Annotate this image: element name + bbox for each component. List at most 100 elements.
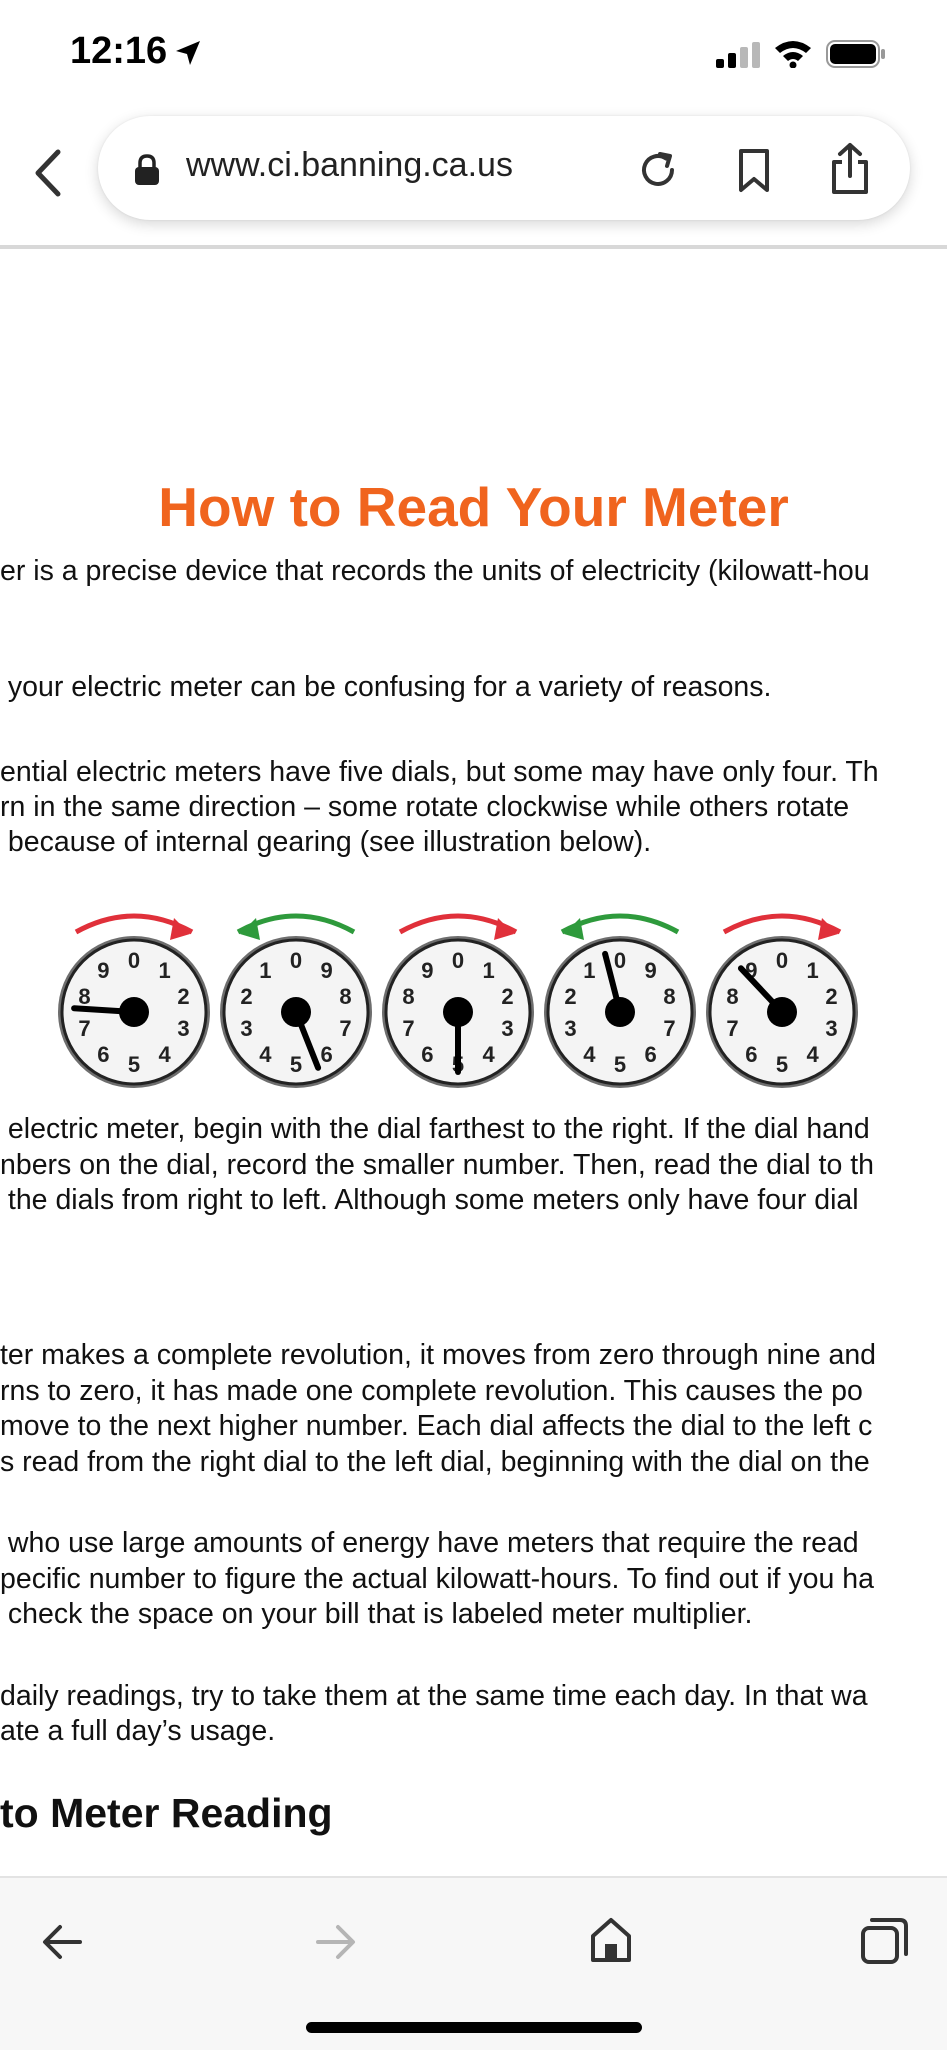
arrow-head bbox=[818, 918, 838, 940]
browser-bottom-toolbar bbox=[0, 1876, 947, 2050]
paragraph-confusing: your electric meter can be confusing for… bbox=[0, 671, 772, 703]
dial-number: 7 bbox=[339, 1016, 351, 1041]
dial-number: 1 bbox=[583, 958, 595, 983]
dial-number: 8 bbox=[663, 984, 675, 1009]
dial-number: 7 bbox=[78, 1016, 90, 1041]
dial-number: 3 bbox=[564, 1016, 576, 1041]
dial-number: 7 bbox=[663, 1016, 675, 1041]
dial-number: 8 bbox=[402, 984, 414, 1009]
section-heading: to Meter Reading bbox=[0, 1790, 333, 1836]
dial-number: 3 bbox=[501, 1016, 513, 1041]
reload-icon[interactable] bbox=[636, 148, 680, 192]
share-icon[interactable] bbox=[828, 142, 872, 196]
paragraph-line: ter makes a complete revolution, it move… bbox=[0, 1339, 877, 1371]
dial-number: 5 bbox=[776, 1052, 788, 1077]
dial-number: 0 bbox=[128, 948, 140, 973]
dial-number: 8 bbox=[726, 984, 738, 1009]
forward-arrow-icon[interactable] bbox=[314, 1920, 358, 1964]
dial-number: 3 bbox=[240, 1016, 252, 1041]
dial-number: 4 bbox=[482, 1042, 495, 1067]
dial-number: 4 bbox=[583, 1042, 596, 1067]
dial-number: 7 bbox=[726, 1016, 738, 1041]
paragraph-line: rn in the same direction – some rotate c… bbox=[0, 791, 850, 823]
dial-number: 0 bbox=[290, 948, 302, 973]
dial-number: 5 bbox=[128, 1052, 140, 1077]
dial-hub bbox=[281, 997, 311, 1027]
dial-number: 4 bbox=[259, 1042, 272, 1067]
dial-number: 0 bbox=[776, 948, 788, 973]
battery-icon bbox=[826, 40, 885, 68]
dial-number: 5 bbox=[614, 1052, 626, 1077]
paragraph-line: because of internal gearing (see illustr… bbox=[0, 826, 652, 858]
dial-number: 1 bbox=[158, 958, 170, 983]
meter-dials-illustration: 0123456789098765432101234567890987654321… bbox=[58, 913, 858, 1088]
dial-number: 2 bbox=[501, 984, 513, 1009]
dial-number: 1 bbox=[259, 958, 271, 983]
dial-hub bbox=[443, 997, 473, 1027]
dial-number: 3 bbox=[825, 1016, 837, 1041]
dial-number: 7 bbox=[402, 1016, 414, 1041]
dial-hub bbox=[605, 997, 635, 1027]
bookmark-icon[interactable] bbox=[736, 148, 772, 194]
home-indicator bbox=[306, 2022, 642, 2033]
paragraph-line: nbers on the dial, record the smaller nu… bbox=[0, 1149, 874, 1181]
dial-number: 5 bbox=[290, 1052, 302, 1077]
home-icon[interactable] bbox=[588, 1916, 634, 1964]
paragraph-intro: er is a precise device that records the … bbox=[0, 555, 870, 587]
wifi-icon bbox=[775, 41, 811, 68]
dial-number: 3 bbox=[177, 1016, 189, 1041]
dial-number: 8 bbox=[78, 984, 90, 1009]
dial-number: 1 bbox=[806, 958, 818, 983]
paragraph-line: s read from the right dial to the left d… bbox=[0, 1446, 870, 1478]
dial-number: 6 bbox=[644, 1042, 656, 1067]
back-arrow-icon[interactable] bbox=[40, 1920, 84, 1964]
status-time: 12:16 bbox=[70, 30, 168, 72]
dial-number: 2 bbox=[825, 984, 837, 1009]
dial-hub bbox=[119, 997, 149, 1027]
paragraph-line: move to the next higher number. Each dia… bbox=[0, 1410, 873, 1442]
dial-number: 4 bbox=[158, 1042, 171, 1067]
paragraph-line: who use large amounts of energy have met… bbox=[0, 1527, 859, 1559]
cellular-signal-icon bbox=[716, 42, 760, 68]
dial-number: 6 bbox=[421, 1042, 433, 1067]
paragraph-line: check the space on your bill that is lab… bbox=[0, 1598, 753, 1630]
toolbar-divider bbox=[0, 245, 947, 249]
dial-number: 6 bbox=[745, 1042, 757, 1067]
dial-hub bbox=[767, 997, 797, 1027]
page-title: How to Read Your Meter bbox=[158, 476, 789, 538]
paragraph-line: ential electric meters have five dials, … bbox=[0, 756, 879, 788]
paragraph-line: daily readings, try to take them at the … bbox=[0, 1680, 868, 1712]
back-chevron-icon[interactable] bbox=[30, 148, 64, 198]
browser-url-bar-row: www.ci.banning.ca.us bbox=[0, 110, 947, 240]
dial-number: 2 bbox=[177, 984, 189, 1009]
dial-number: 0 bbox=[452, 948, 464, 973]
location-arrow-icon bbox=[176, 41, 200, 65]
dial-number: 9 bbox=[644, 958, 656, 983]
dial-number: 0 bbox=[614, 948, 626, 973]
dial-number: 6 bbox=[97, 1042, 109, 1067]
arrow-head bbox=[494, 918, 514, 940]
lock-icon bbox=[135, 154, 159, 185]
dial-number: 4 bbox=[806, 1042, 819, 1067]
address-bar[interactable]: www.ci.banning.ca.us bbox=[98, 116, 910, 220]
paragraph-line: ate a full day’s usage. bbox=[0, 1715, 276, 1747]
arrow-head bbox=[240, 918, 260, 940]
dial-number: 9 bbox=[97, 958, 109, 983]
web-page-content: How to Read Your Meter er is a precise d… bbox=[0, 250, 947, 1875]
dial-number: 1 bbox=[482, 958, 494, 983]
dial-number: 2 bbox=[240, 984, 252, 1009]
arrow-head bbox=[564, 918, 584, 940]
dial-number: 2 bbox=[564, 984, 576, 1009]
dial-number: 8 bbox=[339, 984, 351, 1009]
arrow-head bbox=[170, 918, 190, 940]
paragraph-line: rns to zero, it has made one complete re… bbox=[0, 1375, 863, 1407]
tabs-icon[interactable] bbox=[860, 1916, 910, 1966]
paragraph-line: electric meter, begin with the dial fart… bbox=[0, 1113, 870, 1145]
status-bar: 12:16 bbox=[0, 0, 947, 100]
url-text[interactable]: www.ci.banning.ca.us bbox=[186, 146, 513, 184]
paragraph-line: the dials from right to left. Although s… bbox=[0, 1184, 859, 1216]
